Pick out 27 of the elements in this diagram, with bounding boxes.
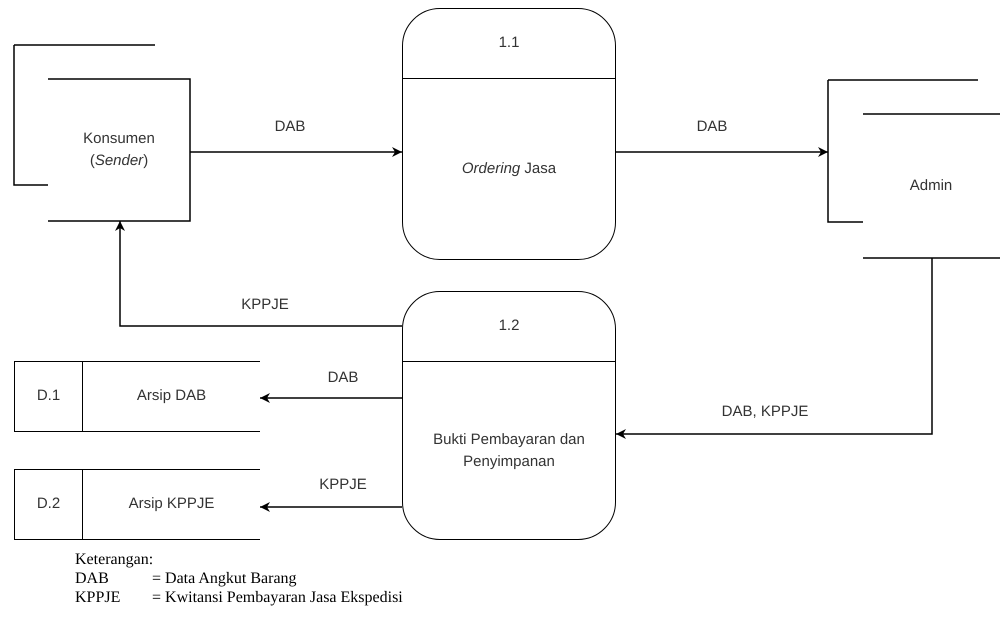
arrow (260, 393, 402, 403)
process-box (402, 8, 616, 260)
arrow (616, 258, 933, 439)
data-store (14, 469, 260, 540)
process-number: 1.1 (498, 33, 520, 54)
arrow (260, 502, 402, 512)
abbreviation-definition: = Data Angkut Barang (152, 569, 297, 588)
store-id: D.2 (36, 494, 60, 514)
entity-label: Konsumen (Sender) (82, 129, 156, 171)
store-label: Arsip KPPJE (128, 494, 214, 514)
process-box (402, 291, 616, 540)
process-label: Ordering Jasa (462, 159, 556, 179)
entity-label: Admin (908, 176, 954, 196)
abbreviation: DAB (75, 570, 109, 587)
abbreviation: KPPJE (75, 589, 120, 606)
store-label: Arsip DAB (136, 386, 206, 406)
data-store (14, 361, 260, 432)
arrow (115, 221, 402, 327)
arrow (190, 147, 402, 157)
legend-heading: Keterangan: (75, 551, 154, 568)
store-id: D.1 (36, 386, 60, 406)
process-label: Bukti Pembayaran dan Penyimpanan (432, 430, 586, 472)
process-number: 1.2 (498, 316, 520, 336)
abbreviation-definition: = Kwitansi Pembayaran Jasa Ekspedisi (152, 588, 403, 607)
arrow (616, 147, 828, 157)
external-entity (14, 45, 190, 221)
external-entity (828, 80, 1000, 258)
